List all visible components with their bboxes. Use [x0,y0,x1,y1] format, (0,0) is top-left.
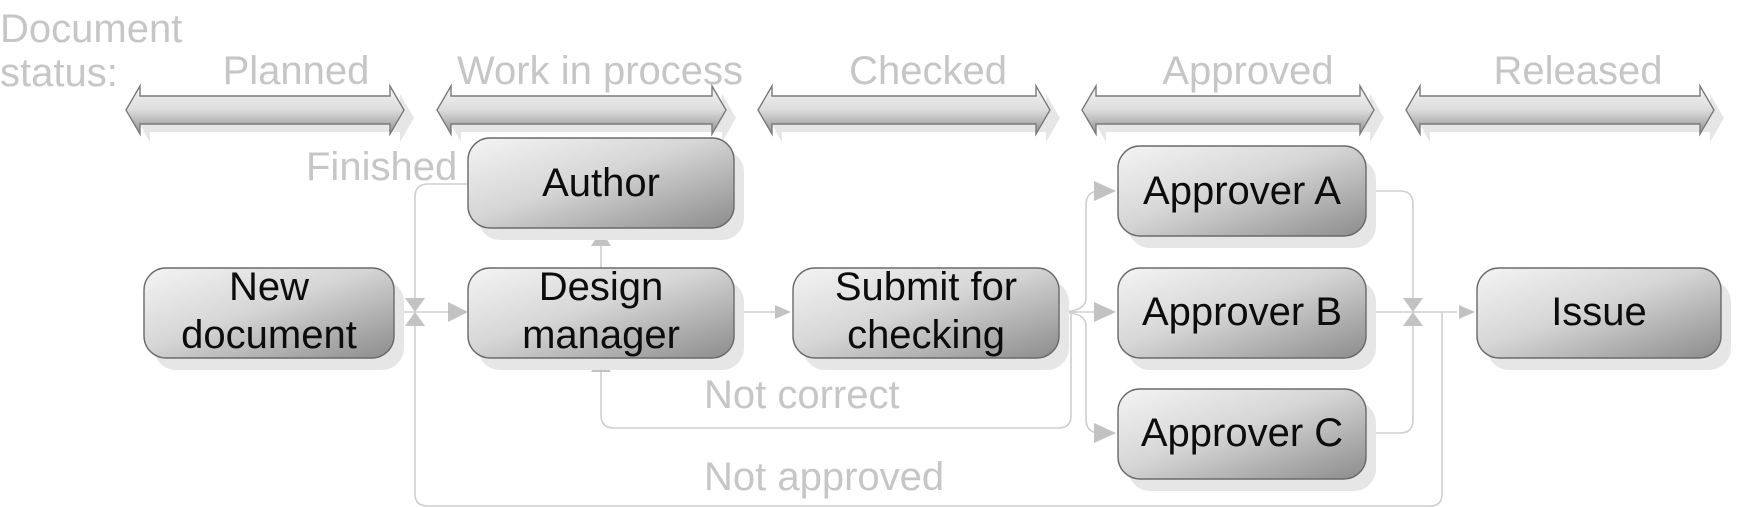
phase-label-work-in-process: Work in process [457,49,743,93]
node-label-submit-for-checking-line2: checking [847,313,1005,357]
phase-label-planned: Planned [223,49,370,93]
arrowhead-merge-up [405,312,425,326]
arrowhead-to-issue [1459,305,1475,319]
arrowhead-approved-merge-down [1403,298,1423,312]
phase-arrow-released [1405,83,1724,142]
edge-label-finished: Finished [306,145,457,189]
phase-label-checked: Checked [849,49,1007,93]
connector-not-approved [414,312,1443,507]
phase-band [125,83,1724,142]
document-status-label-line1: Document [0,7,182,51]
node-label-issue: Issue [1551,290,1647,334]
connector-finished [414,183,468,298]
node-label-author: Author [542,161,660,205]
arrowhead-merge-down [405,298,425,312]
phase-label-approved: Approved [1162,49,1333,93]
node-label-design-manager-line2: manager [522,313,680,357]
node-approver-a[interactable]: Approver A [1117,145,1376,248]
node-label-approver-c: Approver C [1141,411,1343,455]
node-label-design-manager-line1: Design [539,265,664,309]
edge-label-not-approved: Not approved [704,455,944,499]
node-label-approver-b: Approver B [1142,290,1342,334]
phase-arrow-planned [125,83,414,142]
node-approver-c[interactable]: Approver C [1117,388,1376,491]
node-approver-b[interactable]: Approver B [1117,267,1376,370]
node-design-manager[interactable]: Design manager [467,265,744,370]
phase-arrow-approved [1081,83,1384,142]
arrowhead-to-approver-a [1094,181,1116,201]
arrowhead-to-approver-b [1094,302,1116,322]
node-submit-for-checking[interactable]: Submit for checking [792,265,1069,370]
node-issue[interactable]: Issue [1476,267,1731,370]
document-status-label-line2: status: [0,51,118,95]
node-label-submit-for-checking-line1: Submit for [835,265,1017,309]
arrowhead-approved-merge-up [1403,312,1423,326]
connector-approver-a-to-merge [1366,190,1414,298]
node-label-new-document-line1: New [229,265,309,309]
phase-label-released: Released [1493,49,1662,93]
connector-not-correct [600,311,1072,429]
node-new-document[interactable]: New document [143,265,404,370]
connector-approver-c-to-merge [1366,326,1414,434]
arrowhead-to-submit [775,305,791,319]
edge-label-not-correct: Not correct [704,373,900,417]
node-label-new-document-line2: document [181,313,357,357]
phase-arrow-checked [757,83,1060,142]
node-label-approver-a: Approver A [1143,169,1341,213]
node-author[interactable]: Author [467,137,744,240]
arrowhead-to-design-manager [448,302,468,322]
phase-arrow-work-in-process [436,83,736,142]
arrowhead-to-approver-c [1094,423,1116,443]
